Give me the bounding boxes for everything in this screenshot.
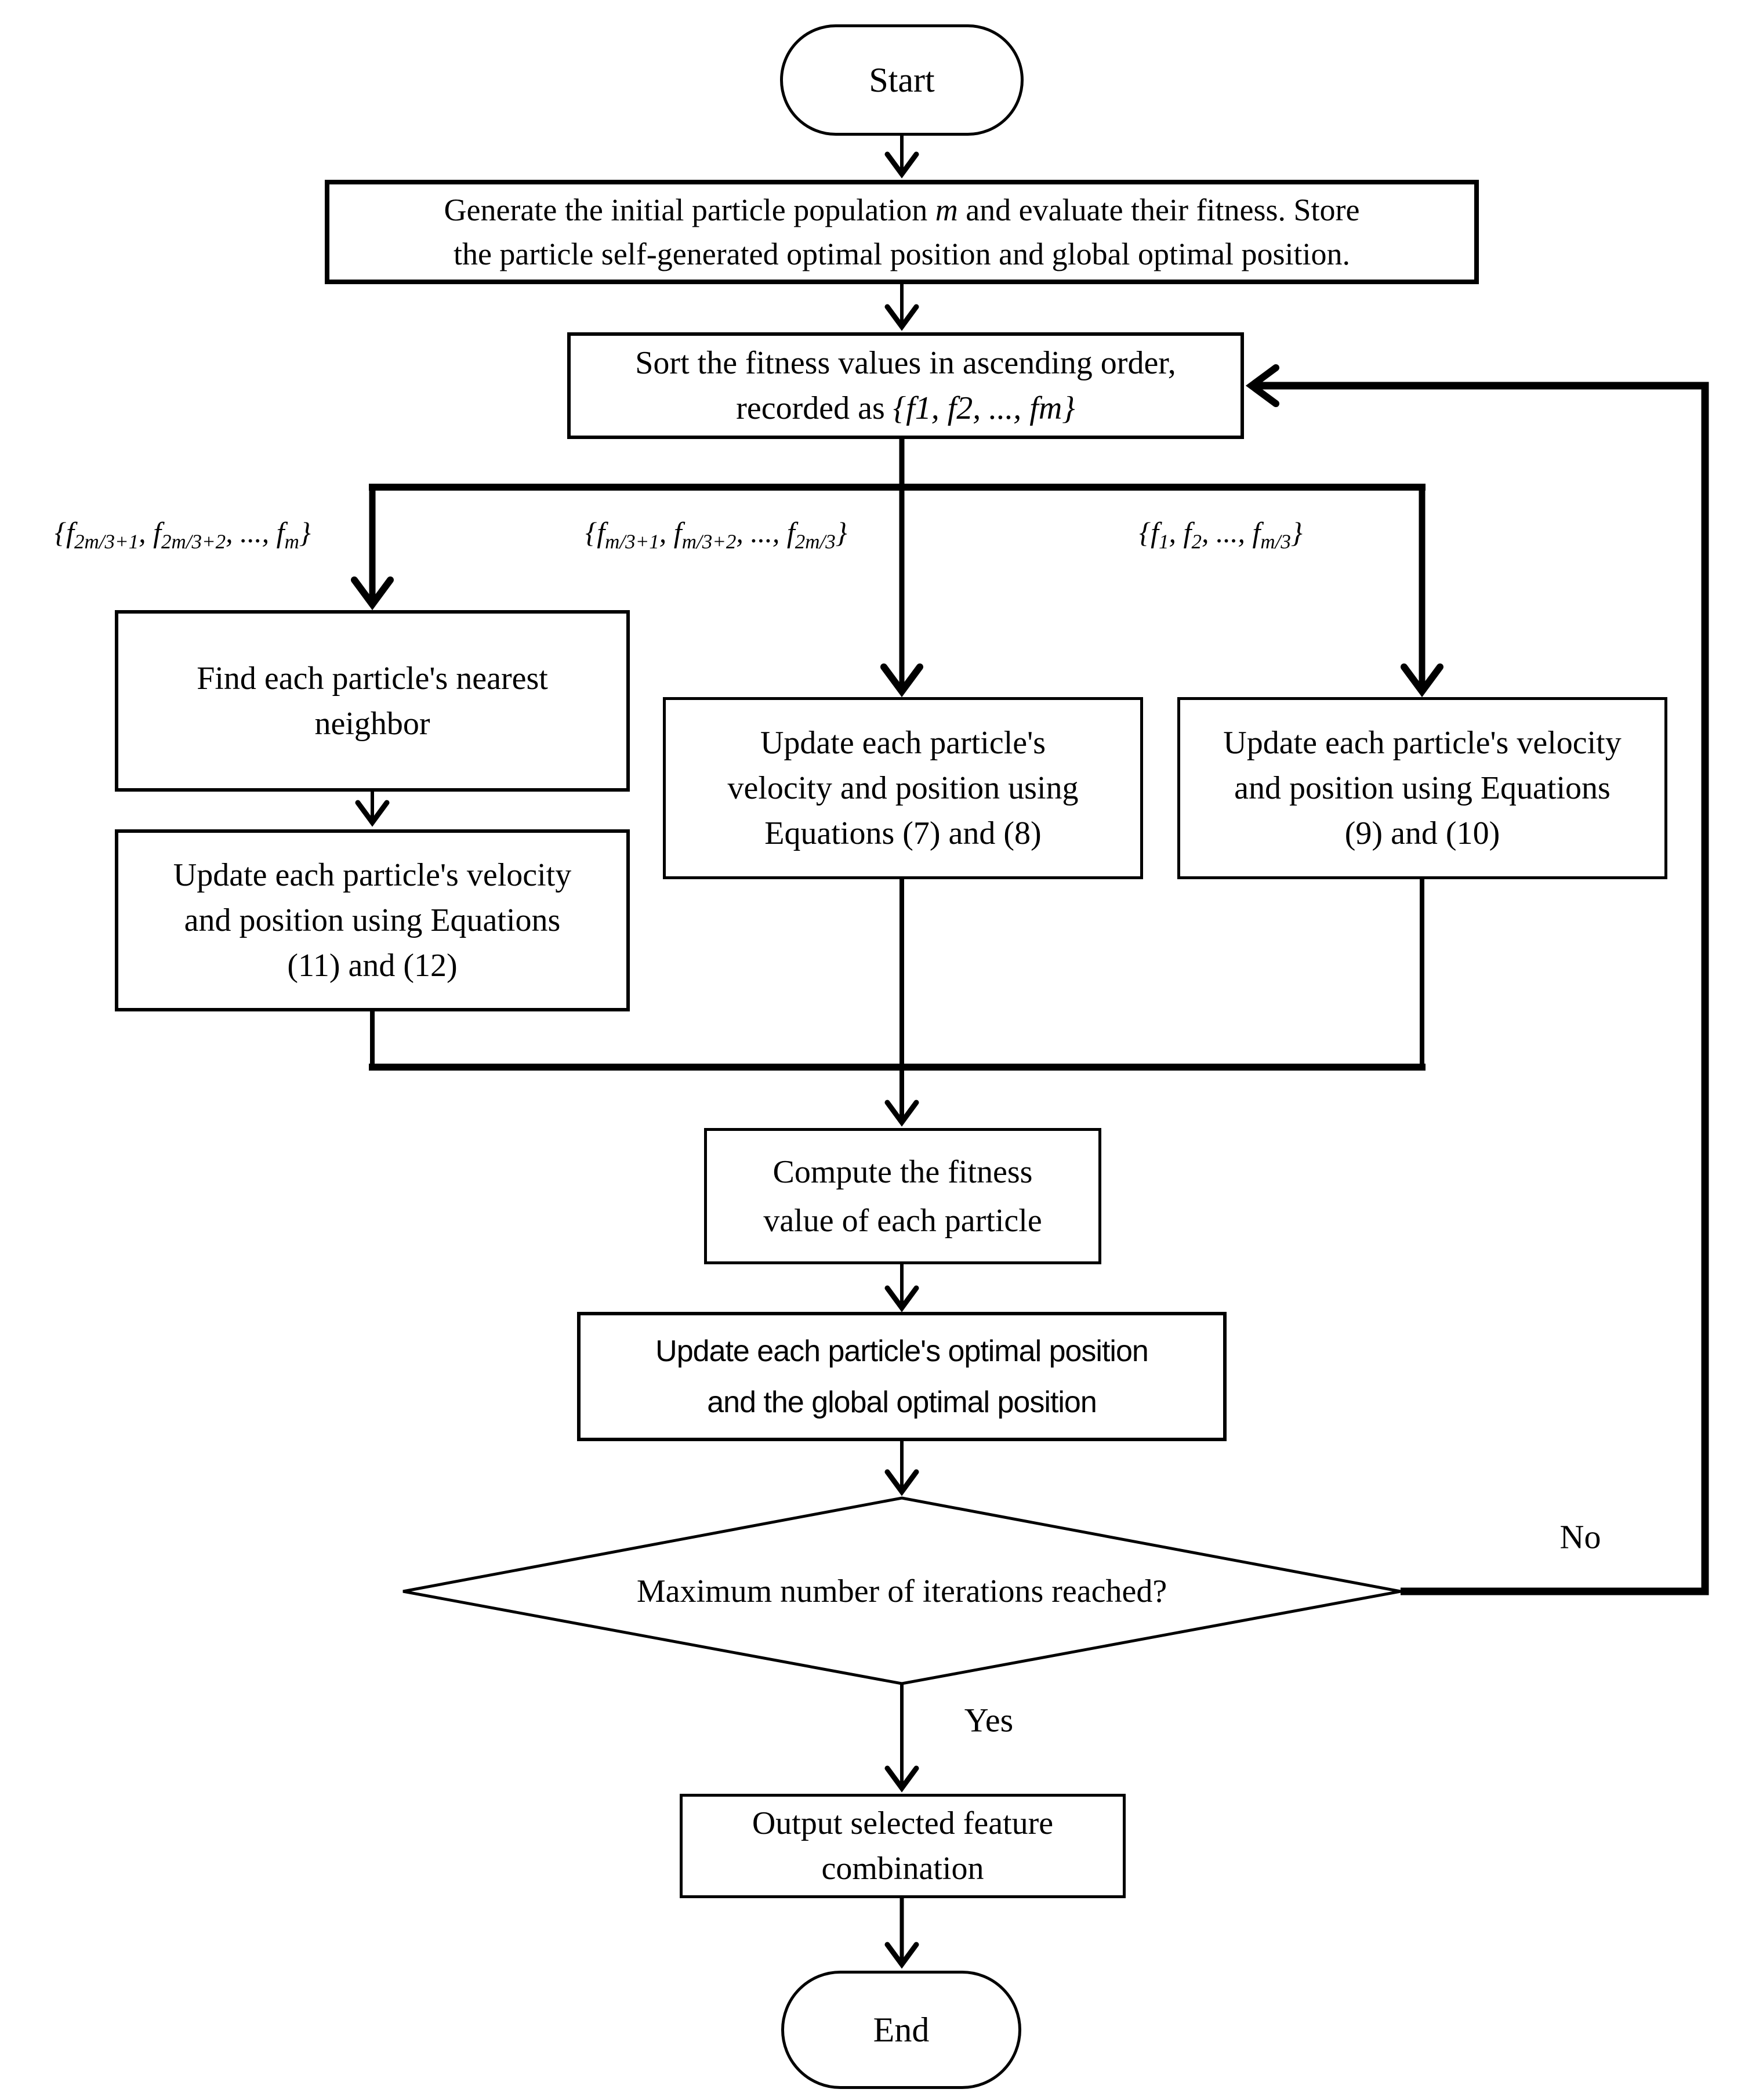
text-line: and position using Equations <box>184 902 561 938</box>
text-line: neighbor <box>314 705 430 742</box>
text-line: value of each particle <box>763 1202 1042 1239</box>
update-equations-11-12-box: Update each particle's velocity and posit… <box>115 829 630 1011</box>
text-line: (9) and (10) <box>1344 815 1500 851</box>
edge-decision-no-loop <box>1245 364 1709 1595</box>
end-terminal: End <box>781 1971 1021 2089</box>
text-line: the particle self-generated optimal posi… <box>453 237 1351 271</box>
text-line: Find each particle's nearest <box>197 660 548 697</box>
text-line: (11) and (12) <box>287 948 458 984</box>
generate-population-box: Generate the initial particle population… <box>325 180 1479 284</box>
text-line: Update each particle's <box>760 725 1046 761</box>
text-line: Output selected feature <box>752 1805 1054 1841</box>
text-line: and the global optimal position <box>707 1385 1097 1419</box>
branch-label-worst-third: {f2m/3+1, f2m/3+2, ..., fm} <box>55 516 311 553</box>
branch-label-middle-third: {fm/3+1, fm/3+2, ..., f2m/3} <box>585 516 847 553</box>
start-terminal: Start <box>780 24 1024 136</box>
text-line: Update each particle's optimal position <box>655 1334 1149 1368</box>
update-optimal-position-box: Update each particle's optimal position a… <box>577 1312 1227 1441</box>
text-line: recorded as {f1, f2, ..., fm} <box>736 390 1075 426</box>
compute-fitness-box: Compute the fitness value of each particl… <box>704 1128 1101 1264</box>
no-edge-label: No <box>1559 1518 1601 1556</box>
text-line: velocity and position using <box>727 770 1079 806</box>
text-line: Equations (7) and (8) <box>764 815 1042 851</box>
update-equations-9-10-box: Update each particle's velocity and posit… <box>1177 697 1667 879</box>
yes-edge-label: Yes <box>964 1701 1014 1739</box>
end-label: End <box>873 2010 930 2049</box>
text-line: Sort the fitness values in ascending ord… <box>635 345 1176 381</box>
output-feature-combination-box: Output selected feature combination <box>680 1794 1126 1898</box>
text-line: Update each particle's velocity <box>1223 725 1622 761</box>
sort-fitness-box: Sort the fitness values in ascending ord… <box>567 332 1244 439</box>
find-nearest-neighbor-box: Find each particle's nearest neighbor <box>115 610 630 792</box>
start-label: Start <box>869 60 935 99</box>
text-line: combination <box>821 1851 984 1887</box>
update-equations-7-8-box: Update each particle's velocity and posit… <box>663 697 1143 879</box>
decision-label: Maximum number of iterations reached? <box>636 1573 1167 1609</box>
text-line: Compute the fitness <box>772 1154 1033 1190</box>
branch-label-best-third: {f1, f2, ..., fm/3} <box>1139 516 1303 553</box>
text-line: Generate the initial particle population… <box>444 193 1360 227</box>
text-line: and position using Equations <box>1234 770 1611 806</box>
text-line: Update each particle's velocity <box>173 857 572 893</box>
